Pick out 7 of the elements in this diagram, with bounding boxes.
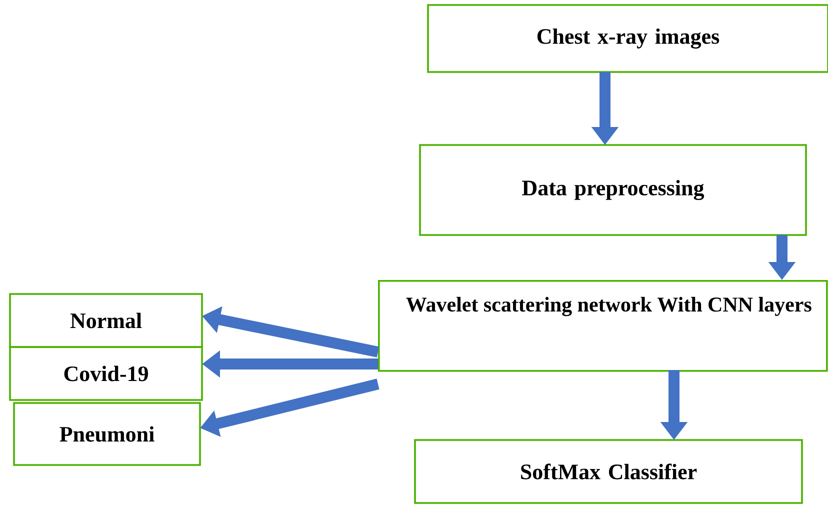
process-box: Pneumoni xyxy=(13,402,201,466)
process-box: Covid-19 xyxy=(9,346,203,401)
process-box: Normal xyxy=(9,293,203,348)
process-box: Data preprocessing xyxy=(419,144,807,236)
process-box: SoftMax Classifier xyxy=(414,439,803,504)
process-box: Chest x-ray images xyxy=(427,4,828,73)
process-box: Wavelet scattering network With CNN layers xyxy=(378,280,828,372)
